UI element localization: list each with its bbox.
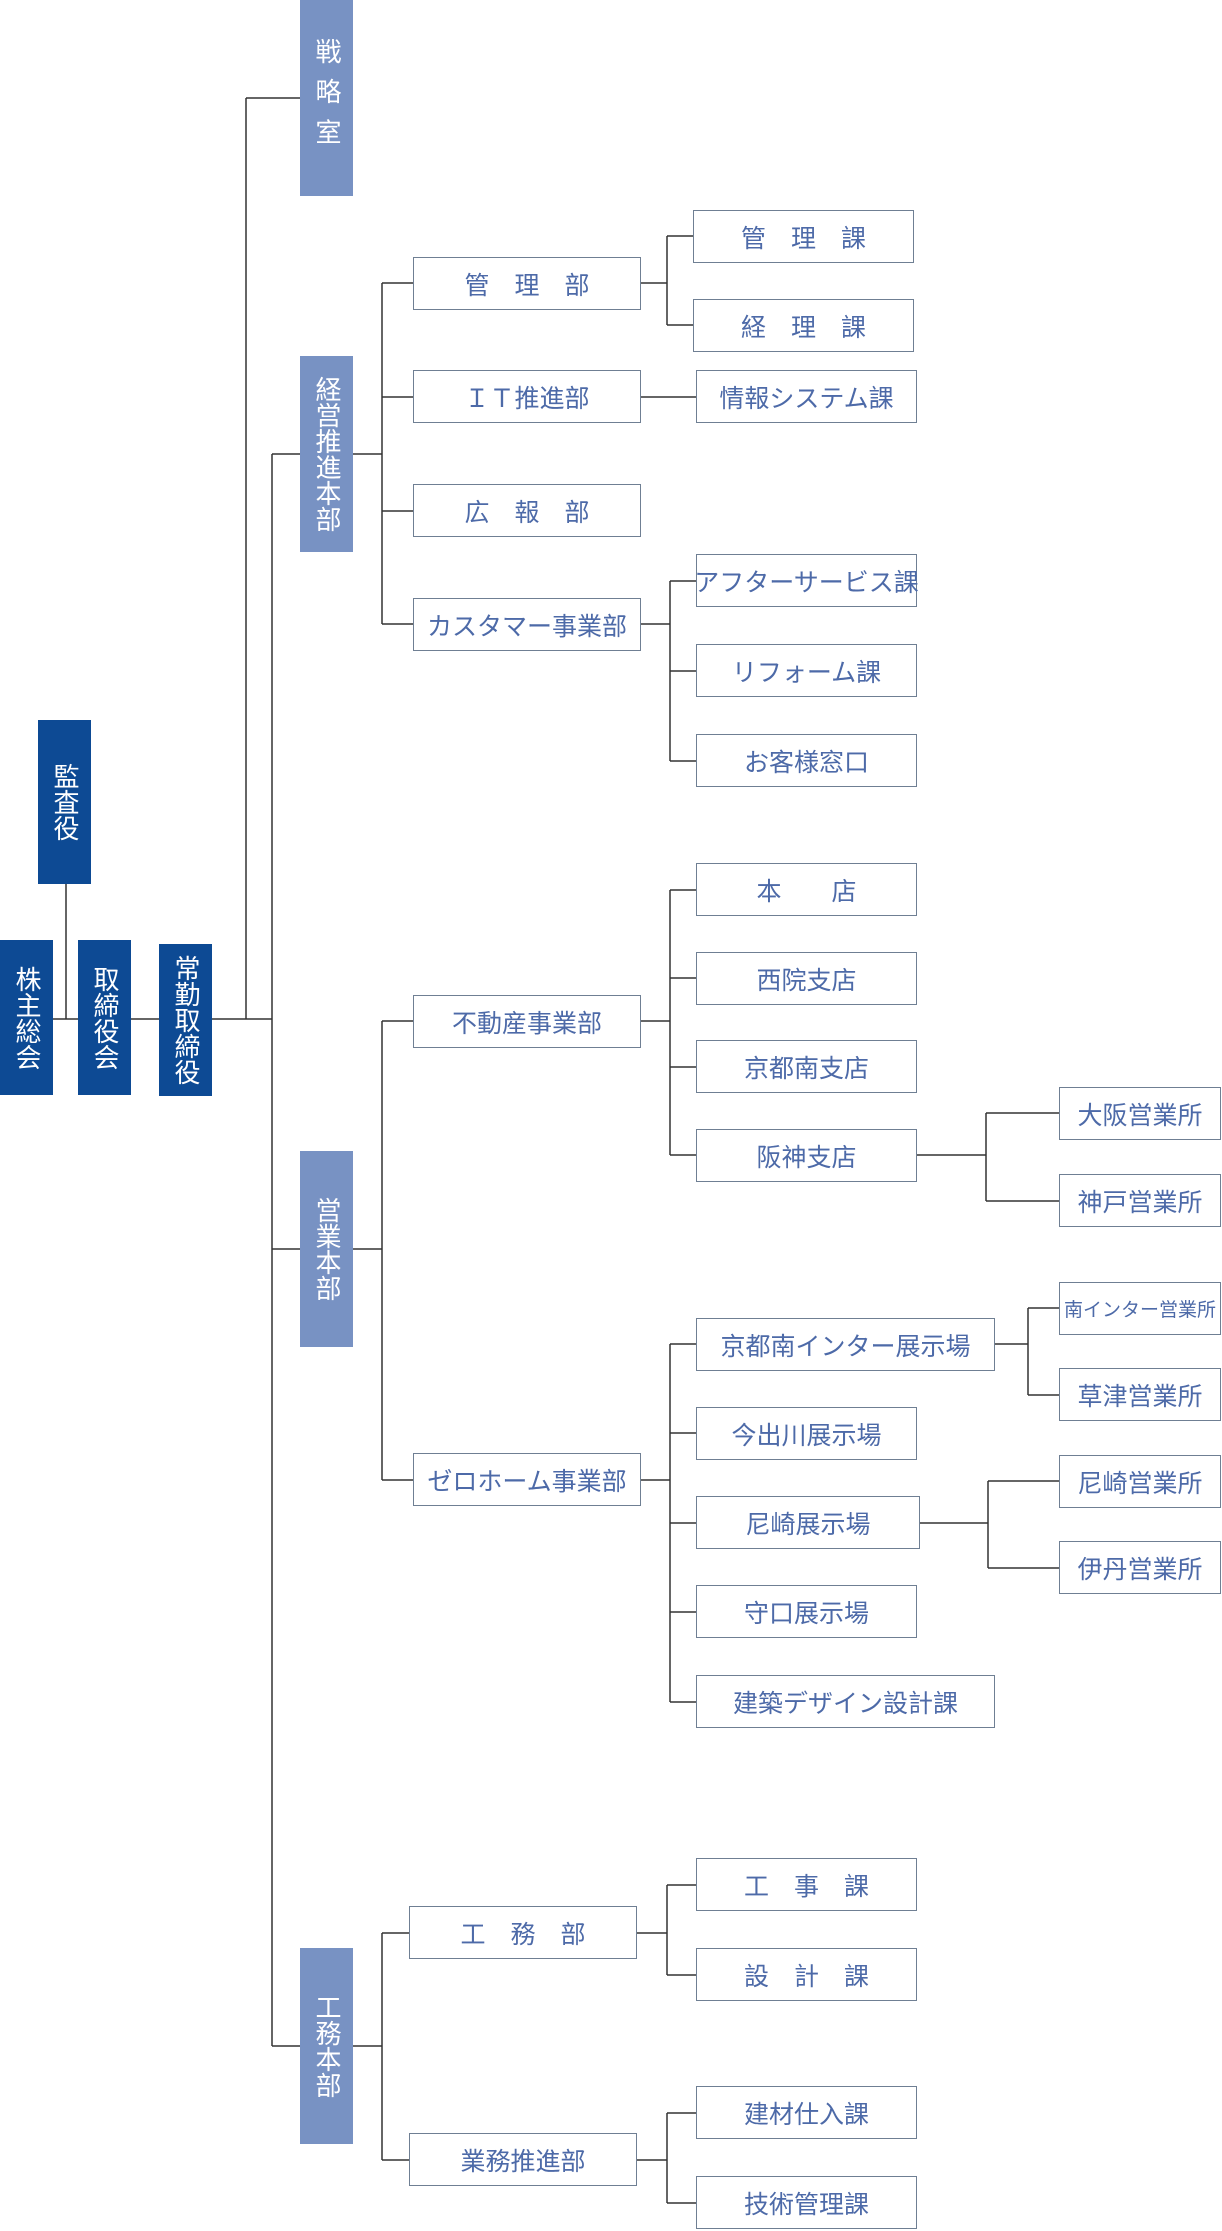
customer-dept-box: カスタマー事業部 <box>413 598 641 651</box>
amagasaki-office-box: 尼崎営業所 <box>1059 1455 1221 1508</box>
admin-dept-box: 管 理 部 <box>413 257 641 310</box>
admin-section-box: 管 理 課 <box>693 210 914 263</box>
moriguchi-showroom-box: 守口展示場 <box>696 1585 917 1638</box>
reform-section-box: リフォーム課 <box>696 644 917 697</box>
works-dept-box: 工 務 部 <box>409 1906 637 1959</box>
customer-desk-box: お客様窓口 <box>696 734 917 787</box>
kyotominami-showroom-box: 京都南インター展示場 <box>696 1318 995 1371</box>
imadegawa-showroom-box: 今出川展示場 <box>696 1407 917 1460</box>
amagasaki-showroom-box: 尼崎展示場 <box>696 1496 920 1549</box>
kusatsu-office-box: 草津営業所 <box>1059 1368 1221 1421</box>
managing-director-box: 常勤取締役 <box>159 944 212 1096</box>
after-service-section-box: アフターサービス課 <box>694 554 919 607</box>
itami-office-box: 伊丹営業所 <box>1059 1541 1221 1594</box>
materials-purchasing-section-box: 建材仕入課 <box>696 2086 917 2139</box>
minami-inter-office-box: 南インター営業所 <box>1059 1282 1221 1335</box>
sales-hq-box: 営業本部 <box>300 1151 353 1347</box>
construction-section-box: 工 事 課 <box>696 1858 917 1911</box>
shareholders-meeting-box: 株主総会 <box>0 940 53 1095</box>
it-dept-box: ＩＴ推進部 <box>413 370 641 423</box>
construction-hq-box: 工務本部 <box>300 1948 353 2144</box>
architecture-design-section-box: 建築デザイン設計課 <box>696 1675 995 1728</box>
design-section-box: 設 計 課 <box>696 1948 917 2001</box>
head-store-box: 本 店 <box>696 863 917 916</box>
hanshin-branch-box: 阪神支店 <box>696 1129 917 1182</box>
it-systems-section-box: 情報システム課 <box>696 370 917 423</box>
osaka-office-box: 大阪営業所 <box>1059 1087 1221 1140</box>
accounting-section-box: 経 理 課 <box>693 299 914 352</box>
zerohome-dept-box: ゼロホーム事業部 <box>413 1453 641 1506</box>
kobe-office-box: 神戸営業所 <box>1059 1174 1221 1227</box>
tech-management-section-box: 技術管理課 <box>696 2176 917 2229</box>
pr-dept-box: 広 報 部 <box>413 484 641 537</box>
strategy-office-box: 戦略室 <box>300 0 353 196</box>
auditor-box: 監査役 <box>38 720 91 884</box>
management-hq-box: 経営推進本部 <box>300 356 353 552</box>
board-of-directors-box: 取締役会 <box>78 940 131 1095</box>
kyotominami-branch-box: 京都南支店 <box>696 1040 917 1093</box>
ops-dept-box: 業務推進部 <box>409 2133 637 2186</box>
realestate-dept-box: 不動産事業部 <box>413 995 641 1048</box>
saiin-branch-box: 西院支店 <box>696 952 917 1005</box>
